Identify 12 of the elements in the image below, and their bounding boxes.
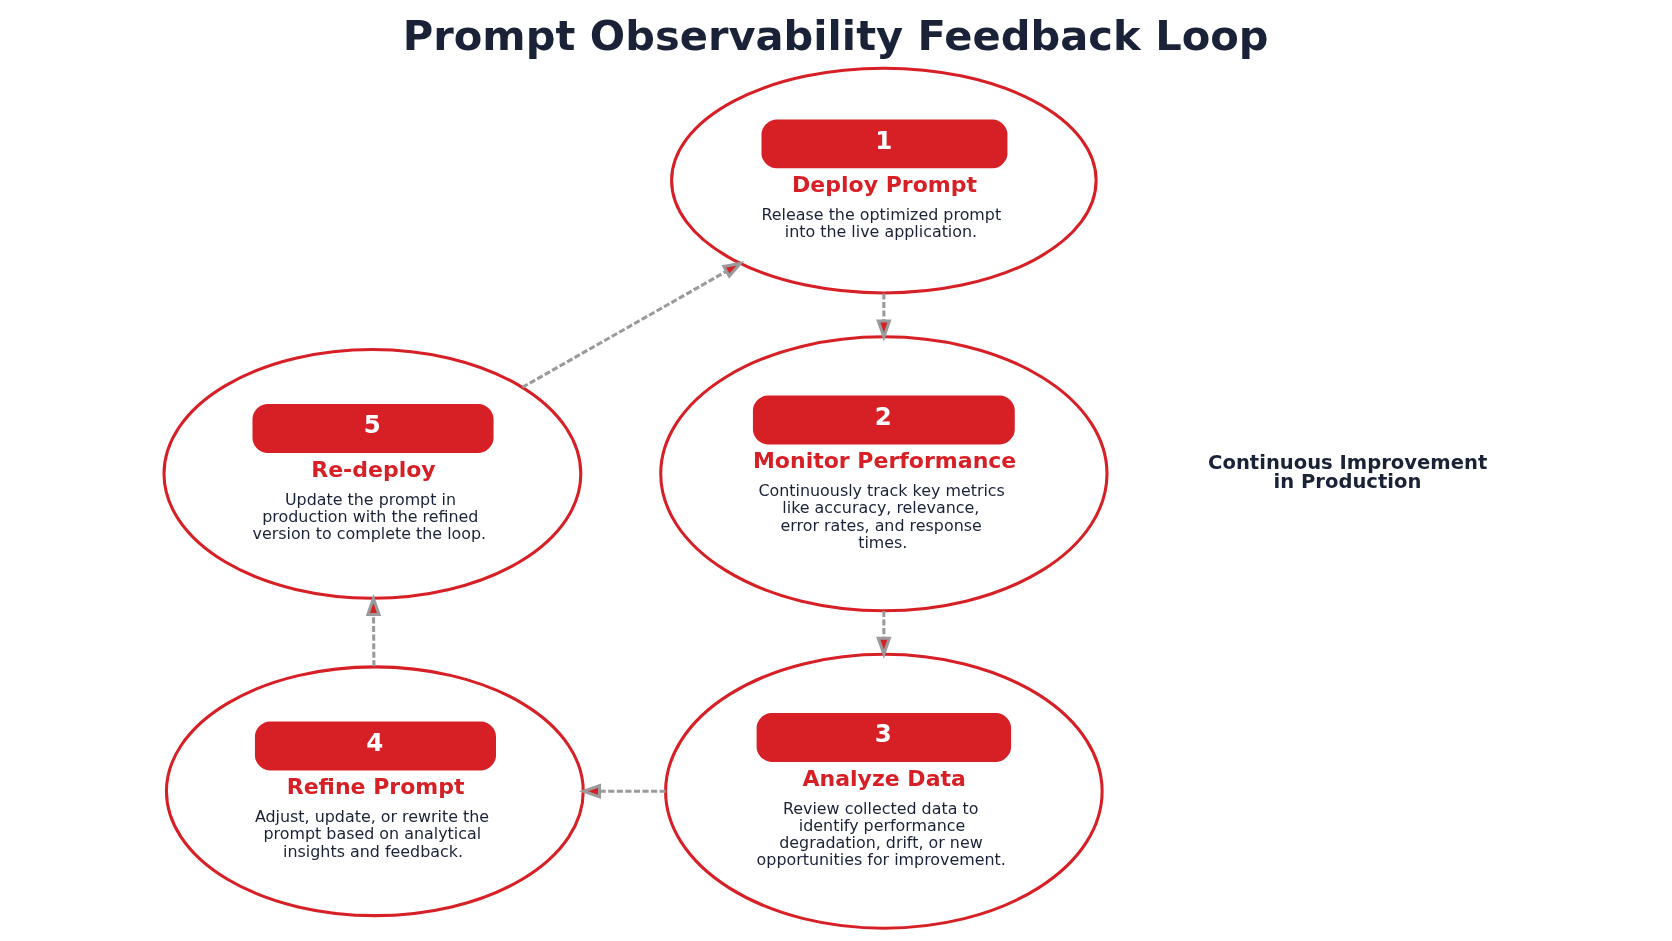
arrow xyxy=(365,594,381,667)
arrow xyxy=(875,293,892,342)
arrow xyxy=(875,610,892,659)
node-ellipse: 2 Monitor Performance Continuously track key metrics like accuracy, relevance, error rates, and response times. xyxy=(658,335,1109,613)
node-ellipse: 1 Deploy Prompt Release the optimized prompt into the live application. xyxy=(669,66,1098,295)
node-ellipse: 3 Analyze Data Review collected data to identify performance degradation, drift, or new opportunities for improvement. xyxy=(663,652,1104,930)
node-ellipse: 4 Refine Prompt Adjust, update, or rewrite the prompt based on analytical insights and feedback. xyxy=(164,665,585,918)
diagram-title: Prompt Observability Feedback Loop xyxy=(402,10,1269,60)
arrow xyxy=(521,261,744,389)
node-ellipse: 5 Re-deploy Update the prompt in production with the refined version to complete the loop. xyxy=(161,347,582,600)
arrow xyxy=(578,783,666,799)
label: Continuous Improvement in Production xyxy=(1207,450,1487,494)
